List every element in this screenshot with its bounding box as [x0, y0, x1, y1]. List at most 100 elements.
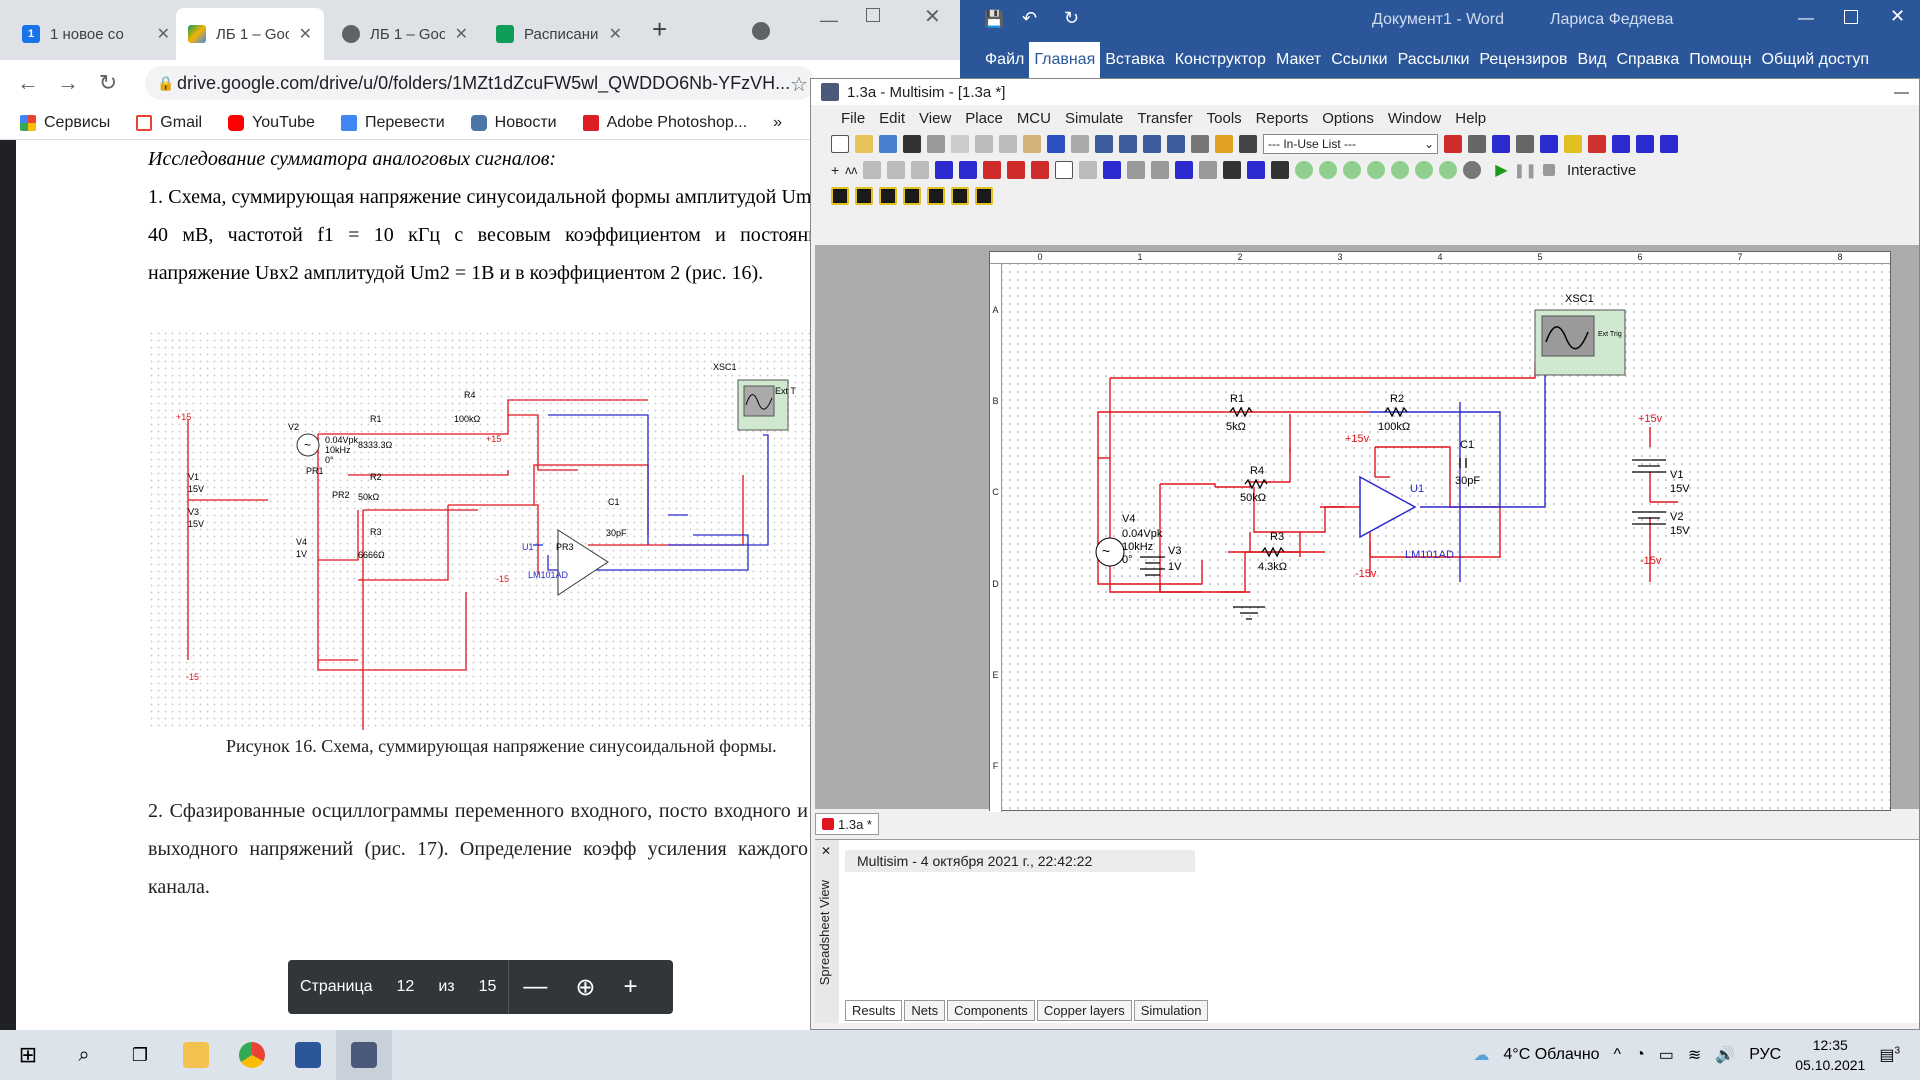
volume-icon[interactable]: 🔊: [1715, 1047, 1736, 1064]
back-annotate-icon[interactable]: [1468, 135, 1486, 153]
network-icon[interactable]: ◔: [1635, 1046, 1645, 1063]
virtual-instrument-icon[interactable]: [903, 187, 921, 205]
menu-view[interactable]: View: [919, 109, 952, 127]
bookmark-translate[interactable]: Перевести: [340, 114, 445, 132]
maximize-icon[interactable]: [1844, 10, 1858, 24]
misc-icon[interactable]: [1055, 161, 1074, 179]
resistor-icon[interactable]: ᴧᴧ: [845, 163, 858, 177]
menu-reports[interactable]: Reports: [1255, 109, 1309, 127]
ribbon-tab[interactable]: Рецензиров: [1479, 51, 1568, 68]
paste-icon[interactable]: [1023, 135, 1041, 153]
ribbon-tab[interactable]: Справка: [1616, 51, 1680, 68]
virtual-instrument-icon[interactable]: [951, 187, 969, 205]
close-icon[interactable]: ✕: [608, 26, 622, 43]
open-samples-icon[interactable]: [879, 135, 897, 153]
probe-settings-icon[interactable]: [1439, 161, 1458, 179]
virtual-instrument-icon[interactable]: [975, 187, 993, 205]
close-window-icon[interactable]: ✕: [924, 6, 941, 28]
hier-block-icon[interactable]: [1199, 161, 1218, 179]
new-tab-button[interactable]: +: [652, 14, 668, 44]
erc-icon[interactable]: [1444, 135, 1462, 153]
find-icon[interactable]: [1540, 135, 1558, 153]
ribbon-tab[interactable]: Макет: [1275, 51, 1322, 68]
notification-icon[interactable]: ▤3: [1879, 1045, 1900, 1064]
tab-search-icon[interactable]: [752, 22, 770, 40]
page-number[interactable]: 12: [396, 978, 415, 995]
probe-voltage-icon[interactable]: [1295, 161, 1314, 179]
bookmark-youtube[interactable]: YouTube: [228, 114, 315, 132]
share-button[interactable]: Общий доступ: [1761, 51, 1870, 68]
tab-schedule[interactable]: Расписани✕: [484, 8, 634, 60]
menu-window[interactable]: Window: [1387, 109, 1442, 127]
design-tab[interactable]: 1.3a *: [838, 816, 872, 832]
weather-text[interactable]: 4°C Облачно: [1503, 1046, 1600, 1063]
menu-help[interactable]: Help: [1455, 109, 1487, 127]
bookmark-news[interactable]: Новости: [470, 114, 557, 132]
reload-icon[interactable]: ↻: [98, 70, 118, 95]
power-icon[interactable]: [1031, 161, 1050, 179]
probe-power-icon[interactable]: [1343, 161, 1362, 179]
zoom-fit-icon[interactable]: [1660, 135, 1678, 153]
tab-components[interactable]: Components: [947, 1000, 1035, 1021]
netlist-icon[interactable]: [1239, 135, 1257, 153]
close-icon[interactable]: ✕: [156, 26, 170, 43]
menu-file[interactable]: File: [841, 109, 866, 127]
transistor-icon[interactable]: [887, 161, 906, 179]
cmos-icon[interactable]: [959, 161, 978, 179]
ribbon-tab[interactable]: Главная: [1029, 42, 1101, 78]
tab-nets[interactable]: Nets: [904, 1000, 946, 1021]
minimize-icon[interactable]: —: [820, 10, 838, 30]
menu-simulate[interactable]: Simulate: [1064, 109, 1124, 127]
bookmarks-more[interactable]: »: [773, 114, 782, 132]
source-icon[interactable]: +: [831, 162, 840, 178]
pause-simulation-icon[interactable]: ❚❚: [1513, 161, 1537, 178]
menu-options[interactable]: Options: [1322, 109, 1374, 127]
spreadsheet-icon[interactable]: [1143, 135, 1161, 153]
save-icon[interactable]: 💾: [984, 11, 1004, 28]
interactive-mode-label[interactable]: Interactive: [1566, 161, 1637, 179]
ribbon-tab[interactable]: Рассылки: [1397, 51, 1470, 68]
grid-icon[interactable]: [1119, 135, 1137, 153]
bookmark-photoshop[interactable]: Adobe Photoshop...: [582, 114, 747, 132]
copy-icon[interactable]: [999, 135, 1017, 153]
diode-icon[interactable]: [863, 161, 882, 179]
connector-icon[interactable]: [1247, 161, 1266, 179]
stop-simulation-icon[interactable]: [1542, 164, 1555, 176]
in-use-list-select[interactable]: --- In-Use List ---⌄: [1263, 134, 1438, 154]
clock[interactable]: 12:35 05.10.2021: [1795, 1035, 1865, 1075]
undo-icon[interactable]: ↶: [1022, 8, 1038, 28]
language-indicator[interactable]: РУС: [1749, 1046, 1782, 1063]
tab-drive-2[interactable]: ЛБ 1 – Goo✕: [330, 8, 480, 60]
ttl-icon[interactable]: [935, 161, 954, 179]
ribbon-tab[interactable]: Конструктор: [1174, 51, 1266, 68]
run-simulation-icon[interactable]: ▶: [1495, 162, 1508, 179]
help-icon[interactable]: [1564, 135, 1582, 153]
new-file-icon[interactable]: [831, 135, 849, 153]
taskbar-chrome[interactable]: [224, 1030, 280, 1080]
mixed-icon[interactable]: [983, 161, 1002, 179]
database-icon[interactable]: [1191, 135, 1209, 153]
cut-icon[interactable]: [975, 135, 993, 153]
virtual-instrument-icon[interactable]: [927, 187, 945, 205]
address-bar[interactable]: 🔒drive.google.com/drive/u/0/folders/1MZt…: [145, 66, 815, 100]
rf-icon[interactable]: [1103, 161, 1122, 179]
settings-gear-icon[interactable]: [1463, 161, 1482, 179]
ribbon-tab[interactable]: Вид: [1577, 51, 1607, 68]
zoom-icon[interactable]: ⊕: [575, 973, 596, 1001]
bookmark-services[interactable]: Сервисы: [20, 114, 110, 132]
undo-icon[interactable]: [1047, 135, 1065, 153]
probe-current-icon[interactable]: [1319, 161, 1338, 179]
probe-diff-icon[interactable]: [1367, 161, 1386, 179]
indicator-icon[interactable]: [1007, 161, 1026, 179]
virtual-instrument-icon[interactable]: [831, 187, 849, 205]
menu-place[interactable]: Place: [965, 109, 1003, 127]
wire-icon[interactable]: [1271, 161, 1290, 179]
electromech-icon[interactable]: [1127, 161, 1146, 179]
ni-icon[interactable]: [1151, 161, 1170, 179]
zoom-in-icon[interactable]: [1588, 135, 1606, 153]
grapher-icon[interactable]: [1167, 135, 1185, 153]
menu-edit[interactable]: Edit: [879, 109, 906, 127]
menu-tools[interactable]: Tools: [1206, 109, 1242, 127]
taskbar-word[interactable]: [280, 1030, 336, 1080]
minimize-icon[interactable]: —: [1798, 10, 1814, 27]
